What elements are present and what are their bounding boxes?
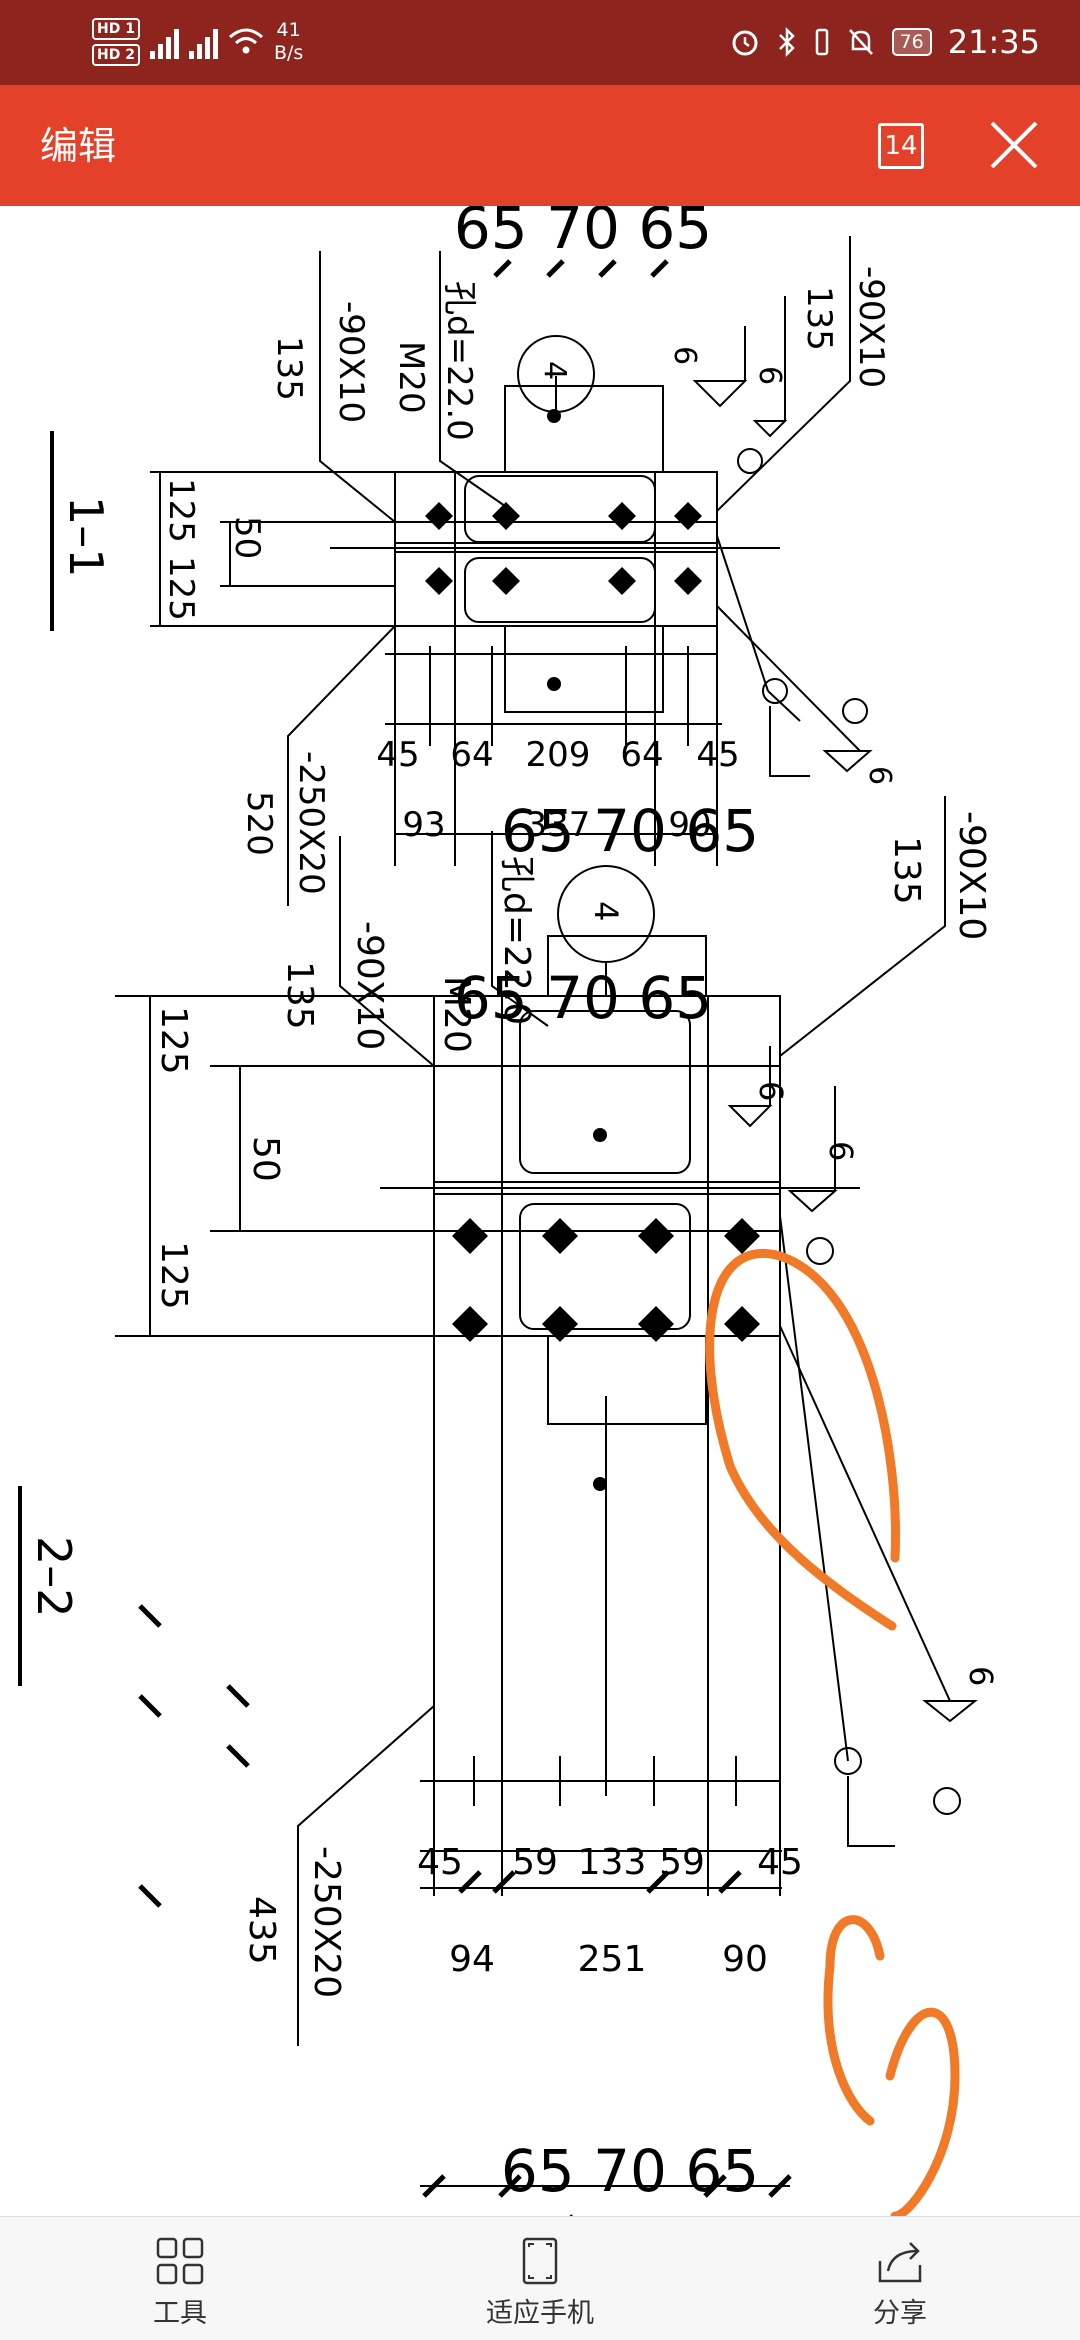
s1-dim-520: 520	[239, 791, 279, 856]
close-icon[interactable]	[986, 117, 1042, 173]
s1-bottom-dims: 65 70 65	[454, 964, 712, 1032]
bluetooth-icon	[778, 26, 795, 58]
s2-bolt-count: 4	[587, 901, 625, 921]
fit-label: 适应手机	[486, 2298, 594, 2329]
section-2-lower-dims	[420, 1887, 790, 2187]
section-2-ticks	[138, 1604, 792, 2238]
s1-plate-top-right: -90X10	[851, 266, 891, 388]
share-label: 分享	[873, 2298, 927, 2329]
page-count-button[interactable]: 14	[878, 123, 924, 169]
s1-d64b: 64	[620, 735, 663, 775]
s1-plate-bottom: -250X20	[291, 751, 331, 895]
s2-weld-3: 6	[962, 1666, 1000, 1686]
s2-weld-1: 6	[752, 1081, 790, 1101]
annotation-loop-3	[885, 2007, 960, 2221]
section-1-bolts	[425, 409, 702, 691]
drawing-canvas: 65 70 65 65 70 65 1–1 -90X10 -90X10 135 …	[18, 194, 1000, 2238]
s1-v125b: 125	[161, 556, 201, 621]
net-speed: 41 B/s	[274, 19, 303, 65]
s1-d45a: 45	[376, 735, 419, 775]
s2-plate-top: -90X10	[349, 921, 390, 1050]
orange-annotations	[705, 1249, 960, 2221]
annotation-loop-2	[823, 1915, 885, 2126]
tools-tab[interactable]: 工具	[110, 2235, 250, 2330]
s1-v125a: 125	[161, 478, 201, 543]
battery-indicator: 76	[891, 28, 932, 56]
s2-d59b: 59	[659, 1842, 705, 1883]
s2-bolt: M20	[436, 976, 477, 1053]
s2-dim-135-left: 135	[279, 961, 320, 1030]
s1-d209: 209	[526, 735, 591, 775]
clock: 21:35	[947, 23, 1040, 61]
s1-d90: 90	[668, 805, 711, 845]
s2-d251: 251	[578, 1939, 647, 1980]
s1-bolt-count: 4	[537, 361, 572, 380]
s1-section-label: 1–1	[59, 496, 113, 578]
s2-dim-135-right: 135	[886, 836, 927, 905]
s1-dim-135-left: 135	[269, 336, 309, 401]
s2-bottom-dims: 65 70 65	[501, 2137, 759, 2205]
s1-plate-top: -90X10	[331, 301, 371, 423]
s2-d59a: 59	[512, 1842, 558, 1883]
s2-dim-435: 435	[241, 1896, 282, 1965]
fit-phone-tab[interactable]: 适应手机	[470, 2235, 610, 2330]
s2-v125a: 125	[153, 1006, 194, 1075]
net-speed-value: 41	[276, 19, 301, 41]
section-1-geometry	[50, 236, 873, 906]
s2-v50: 50	[245, 1136, 286, 1182]
s1-d93: 93	[402, 805, 445, 845]
s2-plate-bottom: -250X20	[306, 1846, 347, 1998]
status-right: 76 21:35	[730, 16, 1040, 68]
signal-2-icon	[188, 25, 218, 59]
s1-hole: 孔d=22.0	[439, 281, 479, 441]
s1-weld-2: 6	[752, 366, 787, 385]
status-left: HD 1 HD 2 41 B/s	[92, 12, 303, 72]
s2-d90: 90	[722, 1939, 768, 1980]
sim-indicators: HD 1 HD 2	[92, 18, 140, 66]
s1-d337: 337	[526, 805, 591, 845]
s1-bolt: M20	[391, 341, 431, 414]
s1-d45b: 45	[696, 735, 739, 775]
vibrate-icon	[815, 28, 828, 56]
bottom-toolbar: 工具 适应手机 分享	[0, 2216, 1080, 2340]
s2-d94: 94	[449, 1939, 495, 1980]
s1-weld-3: 6	[862, 766, 897, 785]
s2-section-label: 2–2	[27, 1536, 81, 1618]
s2-top-dims: 65 70 65	[501, 797, 759, 865]
section-2-bolts	[452, 1128, 760, 1491]
tools-icon	[156, 2237, 204, 2285]
s2-d45a: 45	[417, 1842, 463, 1883]
section-2-geometry	[18, 796, 978, 2046]
share-icon	[878, 2242, 922, 2283]
s1-dim-135-right: 135	[799, 286, 839, 351]
signal-1-icon	[149, 25, 179, 59]
s1-top-dims: 65 70 65	[454, 206, 712, 262]
s2-plate-top-right: -90X10	[951, 811, 992, 940]
annotation-loop-1	[705, 1249, 900, 1631]
fit-screen-icon	[522, 2237, 558, 2285]
net-speed-unit: B/s	[273, 42, 304, 64]
status-bar: HD 1 HD 2 41 B/s 76 21:35	[0, 0, 1080, 85]
sim1-badge: HD 1	[92, 18, 140, 40]
s1-weld-1: 6	[667, 346, 702, 365]
alarm-icon	[732, 30, 758, 56]
s2-d45b: 45	[757, 1842, 803, 1883]
edit-button[interactable]: 编辑	[40, 124, 117, 168]
s2-weld-2: 6	[822, 1141, 860, 1161]
s2-hole: 孔d=22.0	[496, 856, 537, 1025]
mute-bell-icon	[848, 29, 873, 55]
s1-d64a: 64	[450, 735, 493, 775]
share-tab[interactable]: 分享	[830, 2235, 970, 2330]
s2-v125b: 125	[153, 1241, 194, 1310]
s1-v50: 50	[227, 516, 267, 559]
tools-label: 工具	[153, 2298, 207, 2329]
app-bar: 编辑 14	[0, 85, 1080, 206]
sim2-badge: HD 2	[92, 44, 140, 66]
s2-d133: 133	[578, 1842, 647, 1883]
wifi-icon	[228, 28, 263, 54]
section-1-ticks	[493, 259, 669, 278]
drawing-view[interactable]: 65 70 65 65 70 65 1–1 -90X10 -90X10 135 …	[0, 194, 1080, 2238]
